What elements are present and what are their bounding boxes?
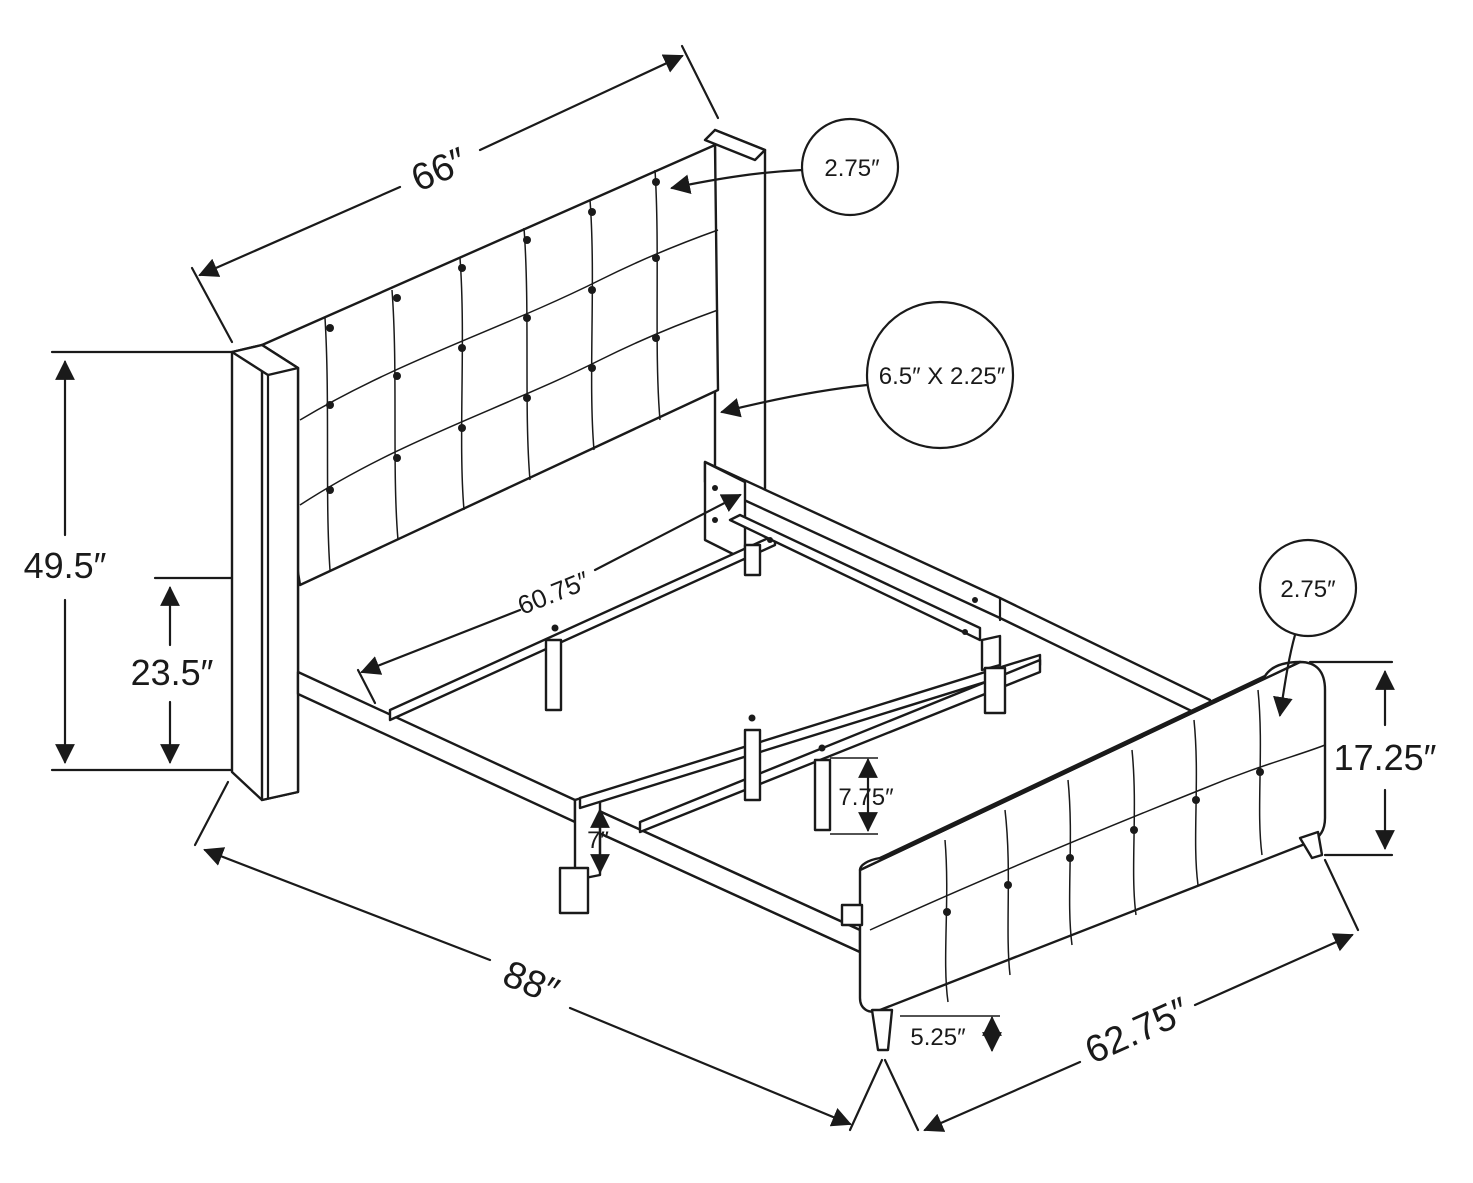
dim-overall-height: 49.5″ xyxy=(24,545,107,586)
callout-footboard-post-label: 2.75″ xyxy=(1280,576,1336,603)
dim-overall-length: 88″ xyxy=(497,953,565,1013)
dim-rail-depth: 7″ xyxy=(587,827,609,854)
headboard-tufting xyxy=(299,169,719,571)
dim-footboard-width: 62.75″ xyxy=(1079,990,1195,1073)
callout-headboard-panel-label: 6.5″ X 2.25″ xyxy=(879,363,1006,390)
dim-side-rail-height: 23.5″ xyxy=(131,652,214,693)
callout-headboard-post-label: 2.75″ xyxy=(824,155,880,182)
callout-headboard-post xyxy=(670,117,900,217)
footboard-buttons xyxy=(943,768,1264,916)
dim-footboard-height: 17.25″ xyxy=(1334,737,1437,778)
dim-headboard-width: 66″ xyxy=(405,140,473,200)
bed-frame-rails xyxy=(296,460,1212,954)
dimension-lines xyxy=(50,44,1395,1132)
headboard xyxy=(230,128,767,802)
dim-center-leg-height: 7.75″ xyxy=(838,784,894,811)
footboard-tufting xyxy=(869,689,1326,1003)
callout-headboard-panel xyxy=(720,300,1015,450)
callout-footboard-post xyxy=(1258,538,1358,717)
headboard-buttons xyxy=(326,178,660,494)
dim-leg-height: 5.25″ xyxy=(910,1024,966,1051)
footboard xyxy=(840,660,1327,1052)
dim-inner-width: 60.75″ xyxy=(513,565,593,621)
